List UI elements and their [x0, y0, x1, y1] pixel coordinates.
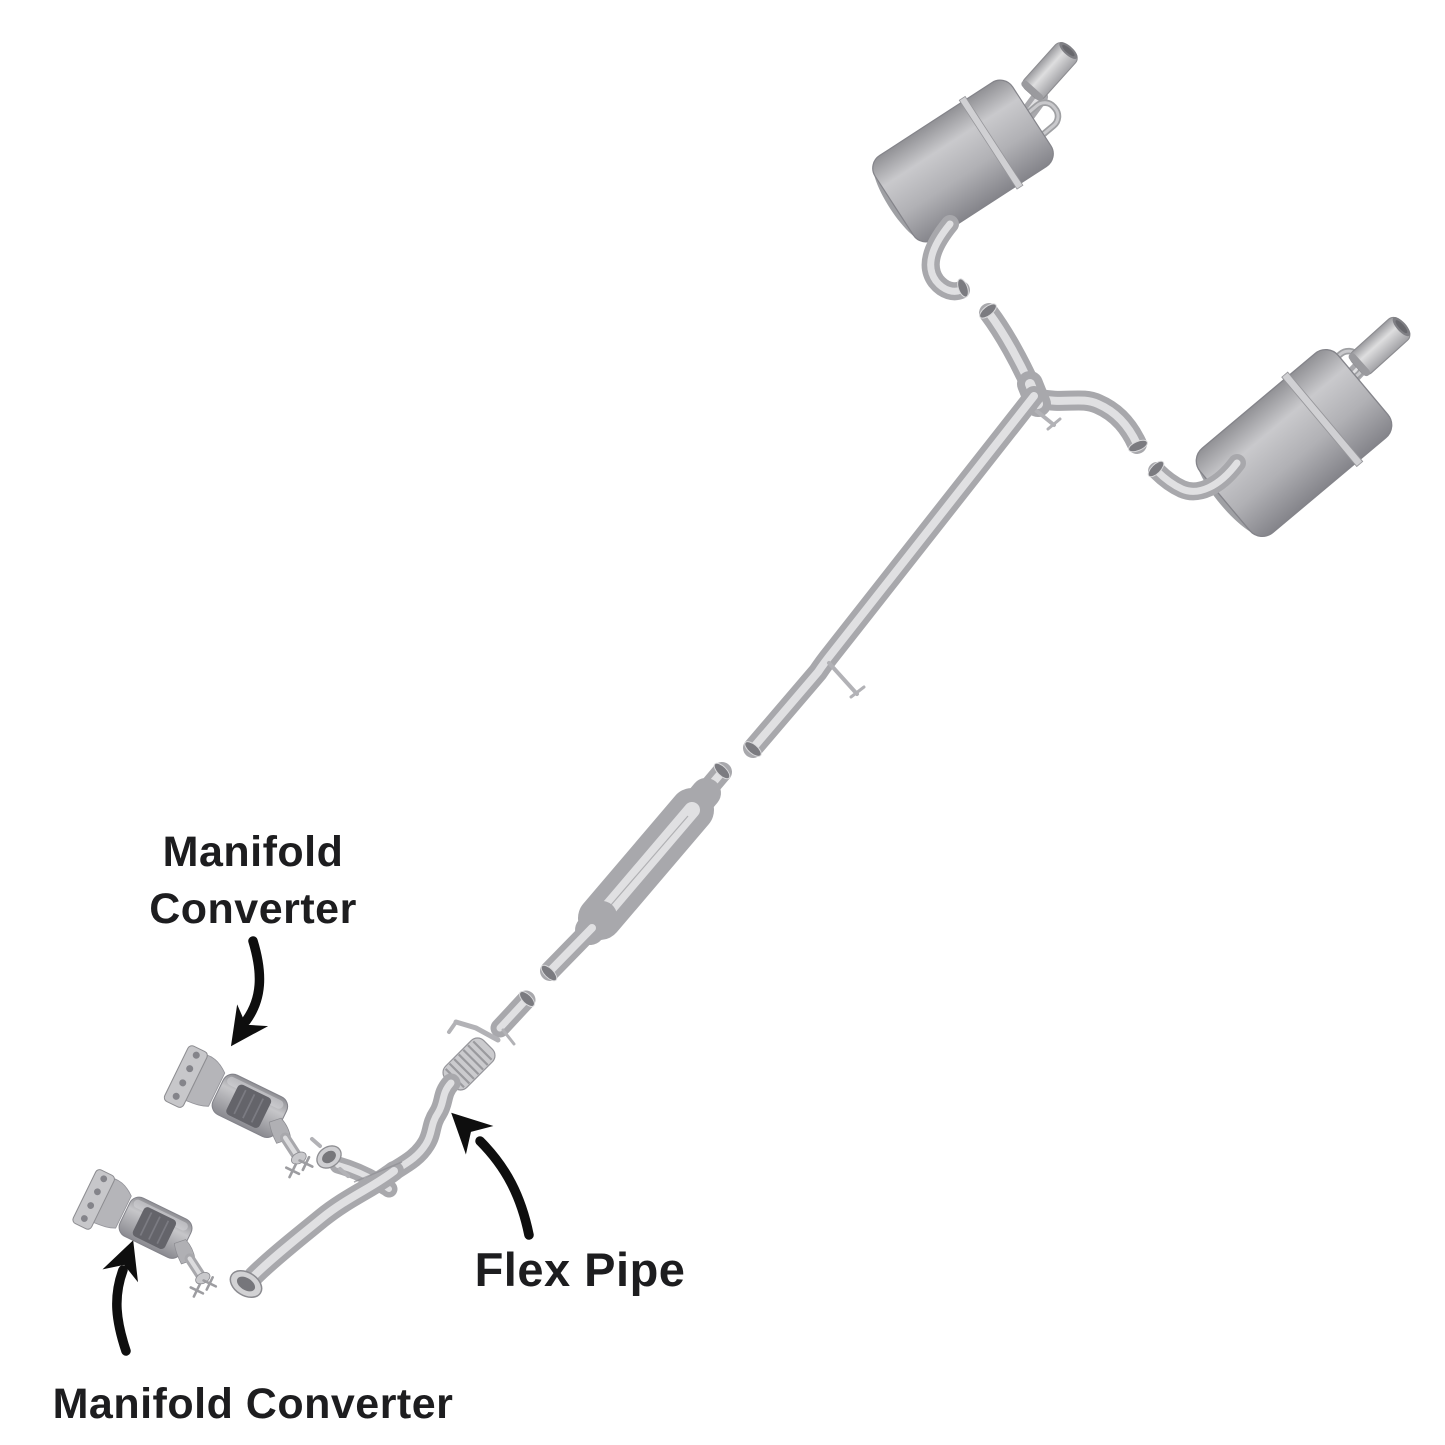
rear-muffler-left [860, 37, 1082, 301]
pipe-hanger-rod [827, 661, 866, 699]
muffler-inlet-pipe [1147, 454, 1246, 501]
rear-y-pipe-assembly [743, 303, 1148, 758]
manifold-converter-lower [66, 1168, 240, 1303]
resonator-pipe [540, 762, 732, 982]
arrow-to-upper-converter-icon [215, 936, 269, 1058]
flex-front-pipe [229, 990, 536, 1299]
label-flex-pipe: Flex Pipe [474, 1243, 686, 1296]
muffler-inlet-pipe [921, 215, 970, 301]
label-manifold-converter-top: Manifold Converter [58, 824, 448, 938]
label-line: Manifold [162, 828, 344, 876]
exhaust-tip [1019, 37, 1082, 103]
front-pipe-end-flange [229, 1269, 263, 1299]
arrow-to-lower-converter-icon [102, 1233, 151, 1356]
front-pipe-inlet-flange [310, 1137, 350, 1178]
rear-muffler-right [1147, 312, 1415, 550]
label-manifold-converter-bottom: Manifold Converter [52, 1380, 454, 1428]
manifold-converter-upper [157, 1044, 337, 1184]
exhaust-tip [1346, 312, 1415, 379]
label-line: Converter [149, 885, 357, 934]
arrow-to-flex-pipe-icon [437, 1098, 534, 1240]
flex-bracket [447, 1019, 516, 1046]
